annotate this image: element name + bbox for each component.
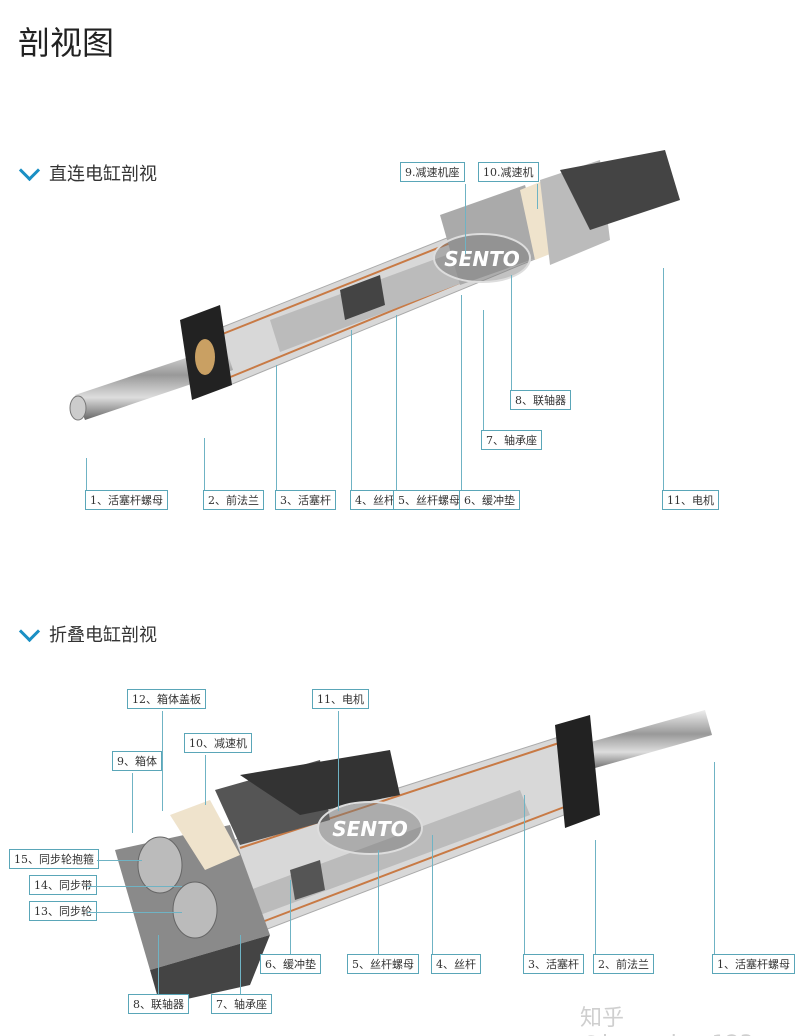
watermark: 知乎 @hugaohao123 (580, 1006, 754, 1036)
label-front-flange: 2、前法兰 (593, 954, 654, 974)
label-coupling: 8、联轴器 (128, 994, 189, 1014)
label-motor: 11、电机 (312, 689, 369, 709)
label-reducer-seat: 9.减速机座 (400, 162, 465, 182)
label-screw-nut: 5、丝杆螺母 (347, 954, 419, 974)
label-timing-pulley: 13、同步轮 (29, 901, 97, 921)
section-heading-folded: 折叠电缸剖视 (18, 620, 157, 647)
label-buffer-pad: 6、缓冲垫 (459, 490, 520, 510)
label-bearing-seat: 7、轴承座 (211, 994, 272, 1014)
label-buffer-pad: 6、缓冲垫 (260, 954, 321, 974)
label-piston-rod: 3、活塞杆 (523, 954, 584, 974)
label-front-flange: 2、前法兰 (203, 490, 264, 510)
label-motor: 11、电机 (662, 490, 719, 510)
label-box: 9、箱体 (112, 751, 162, 771)
chevron-down-icon (18, 620, 41, 642)
folded-actuator-illustration: SENTO (115, 710, 712, 1005)
brand-logo: SENTO (332, 817, 407, 841)
label-box-cover: 12、箱体盖板 (127, 689, 206, 709)
label-piston-rod-nut: 1、活塞杆螺母 (85, 490, 168, 510)
section-title: 直连电缸剖视 (49, 164, 157, 185)
section-title: 折叠电缸剖视 (49, 625, 157, 646)
page-title: 剖视图 (18, 24, 115, 62)
label-screw: 4、丝杆 (431, 954, 481, 974)
label-coupling: 8、联轴器 (510, 390, 571, 410)
direct-actuator-illustration: SENTO (69, 150, 680, 421)
label-timing-belt: 14、同步带 (29, 875, 97, 895)
label-pulley-clamp: 15、同步轮抱箍 (9, 849, 99, 869)
label-piston-rod: 3、活塞杆 (275, 490, 336, 510)
label-screw-nut: 5、丝杆螺母 (393, 490, 465, 510)
label-bearing-seat: 7、轴承座 (481, 430, 542, 450)
brand-logo: SENTO (444, 247, 519, 271)
label-screw: 4、丝杆 (350, 490, 400, 510)
label-piston-rod-nut: 1、活塞杆螺母 (712, 954, 795, 974)
section-heading-direct: 直连电缸剖视 (18, 159, 157, 186)
label-reducer: 10、减速机 (184, 733, 252, 753)
label-reducer: 10.减速机 (478, 162, 539, 182)
